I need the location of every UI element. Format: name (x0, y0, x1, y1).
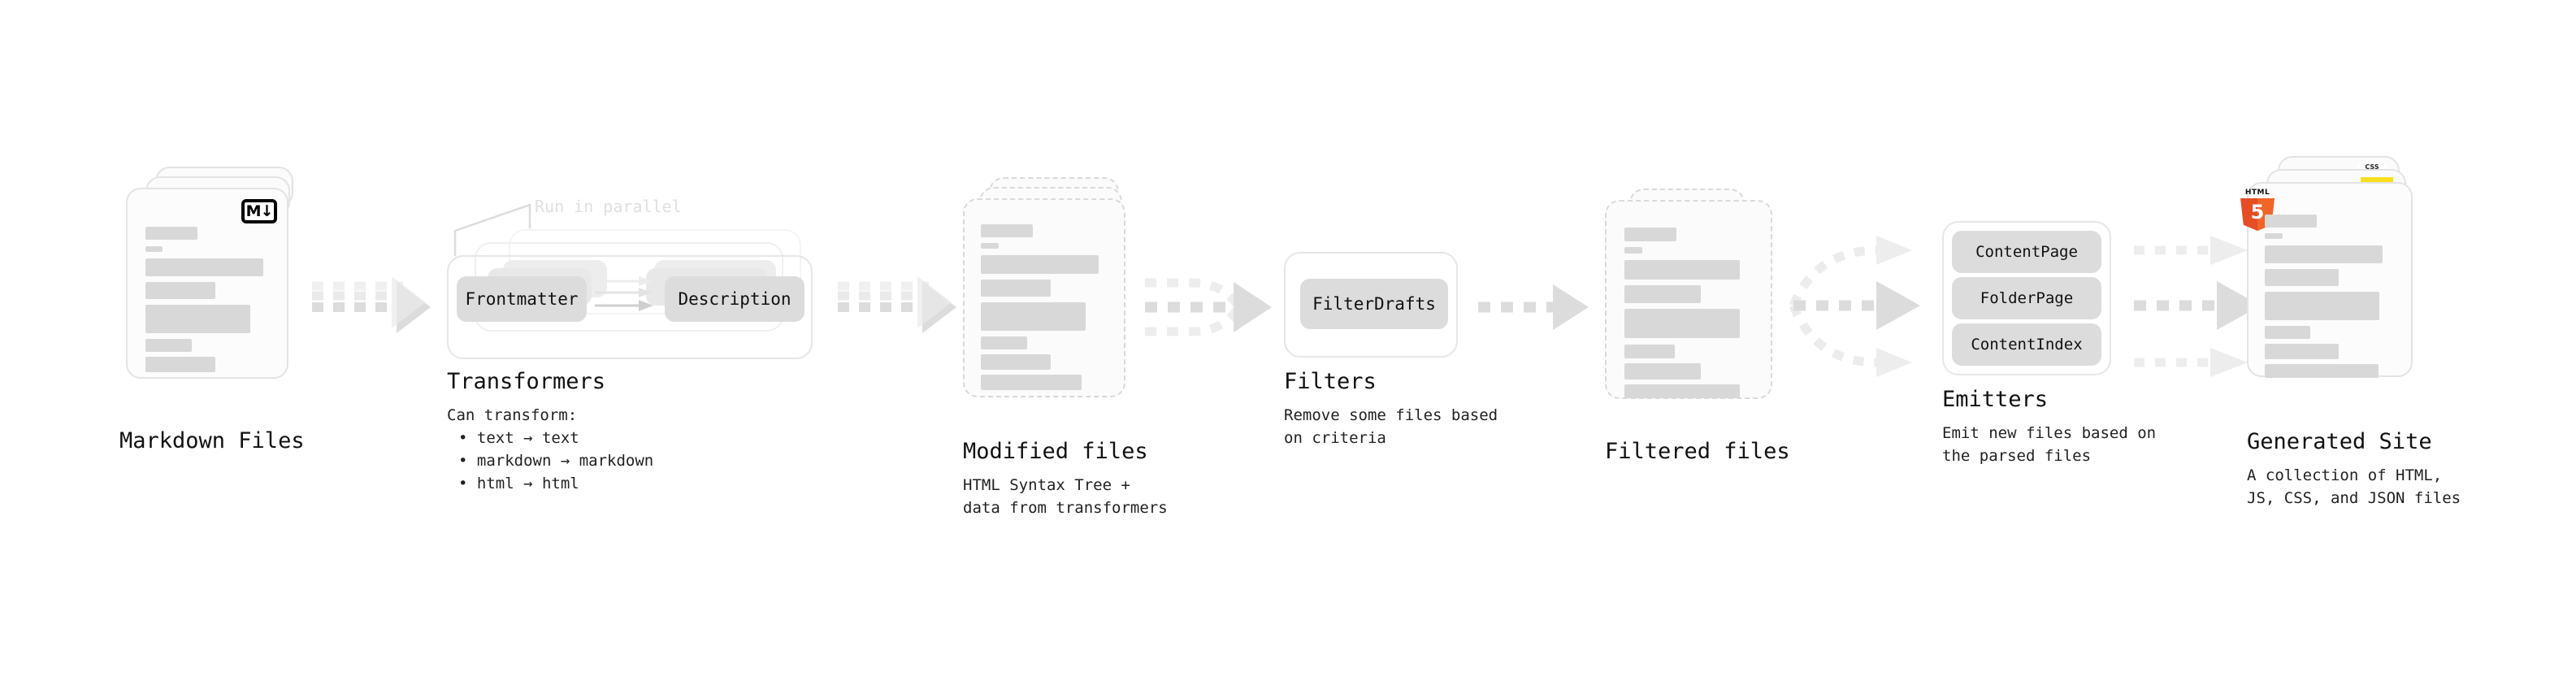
pill-filter-drafts[interactable]: FilterDrafts (1300, 279, 1448, 329)
connector-filtered-to-emitters (1789, 234, 1946, 380)
modified-files-description: HTML Syntax Tree + data from transformer… (963, 476, 1168, 517)
connector-markdown-to-transformers (307, 275, 437, 340)
transformers-description: Can transform: (447, 406, 578, 424)
file-card-front (1605, 200, 1772, 399)
emitters-group-box (1942, 221, 2111, 375)
stage-title-modified-files: Modified files (963, 439, 1148, 464)
stage-filtered-files: Filtered files (1605, 189, 1790, 464)
filters-group-box (1284, 252, 1458, 358)
dashed-parallel-arrows (2134, 236, 2261, 377)
skeleton-line (1624, 345, 1675, 358)
skeleton-line (981, 336, 1027, 349)
dashed-single-arrow (1478, 284, 1589, 330)
skeleton-line (2265, 344, 2339, 359)
dashed-fan-arrow (1789, 236, 1920, 377)
dashed-merge-arrow (838, 276, 956, 333)
markdown-icon: M↓ (241, 199, 277, 223)
transformer-group-front (447, 255, 813, 359)
file-card-front (963, 198, 1125, 397)
stage-title-emitters: Emitters (1942, 387, 2049, 412)
stage-title-markdown-files: Markdown Files (119, 428, 305, 453)
filtered-file-stack (1605, 189, 1780, 424)
skeleton-sub (2265, 233, 2283, 239)
skeleton-sub (1624, 247, 1642, 254)
stage-title-filtered-files: Filtered files (1605, 439, 1790, 464)
skeleton-line (981, 302, 1086, 331)
filters-description: Remove some files based on criteria (1284, 406, 1498, 447)
skeleton-line (2265, 245, 2383, 263)
pill-folder-page[interactable]: FolderPage (1952, 277, 2101, 319)
skeleton-line (981, 280, 1051, 297)
skeleton-line (2265, 292, 2379, 320)
skeleton-line (2265, 269, 2339, 286)
pill-content-page[interactable]: ContentPage (1952, 231, 2101, 273)
transformers-bullet-1: • markdown → markdown (458, 452, 654, 470)
html5-icon-label: HTML (2244, 189, 2270, 197)
pill-frontmatter[interactable]: Frontmatter (457, 276, 587, 322)
stage-generated-site: CSS HTML 5 Gene (2240, 156, 2461, 507)
stage-title-transformers: Transformers (447, 369, 606, 394)
markdown-file-stack: M↓ (126, 167, 301, 419)
skeleton-line (981, 354, 1051, 370)
skeleton-line (145, 282, 215, 299)
skeleton-line (2265, 326, 2310, 339)
stage-title-filters: Filters (1284, 369, 1377, 394)
transformers-bullet-0: • text → text (458, 429, 579, 447)
skeleton-line (145, 305, 250, 333)
skeleton-line (1624, 384, 1740, 398)
run-in-parallel-label: Run in parallel (535, 197, 682, 216)
skeleton-line (1624, 285, 1701, 303)
skeleton-line (981, 255, 1099, 274)
html5-icon-digit: 5 (2250, 201, 2265, 223)
skeleton-title (145, 227, 197, 240)
file-card-front: M↓ (126, 188, 288, 379)
generated-file-stack: CSS HTML 5 (2240, 156, 2434, 416)
skeleton-title (2265, 215, 2317, 228)
skeleton-sub (981, 243, 999, 249)
skeleton-line (1624, 309, 1740, 338)
skeleton-title (981, 224, 1033, 237)
dashed-merge-arrow (1145, 278, 1272, 336)
modified-file-stack (963, 177, 1138, 421)
pill-description[interactable]: Description (665, 276, 804, 322)
transformers-bullet-2: • html → html (458, 475, 579, 492)
skeleton-line (1624, 363, 1701, 380)
emitters-description: Emit new files based on the parsed files (1942, 424, 2157, 465)
connector-emitters-to-site (2129, 234, 2275, 380)
run-in-parallel-bracket (453, 203, 531, 257)
skeleton-title (1624, 228, 1676, 241)
stage-markdown-files: M↓ Markdown Files (119, 167, 305, 453)
connector-transformers-to-modified (833, 275, 963, 340)
skeleton-line (145, 339, 192, 352)
pill-content-index[interactable]: ContentIndex (1952, 323, 2101, 366)
dashed-merge-arrow (312, 276, 431, 333)
transformer-inner-arrows (595, 276, 653, 311)
generated-site-description: A collection of HTML, JS, CSS, and JSON … (2247, 466, 2461, 507)
connector-filters-to-filtered (1475, 284, 1597, 333)
connector-modified-to-filters (1142, 275, 1280, 340)
file-card-html: HTML 5 (2240, 182, 2413, 378)
skeleton-sub (145, 246, 163, 252)
skeleton-line (145, 258, 263, 276)
stage-modified-files: Modified files HTML Syntax Tree + data f… (963, 177, 1168, 517)
skeleton-line (981, 375, 1082, 390)
skeleton-line (145, 357, 215, 372)
skeleton-line (1624, 260, 1740, 280)
skeleton-line (2265, 364, 2379, 378)
stage-title-generated-site: Generated Site (2247, 429, 2432, 454)
